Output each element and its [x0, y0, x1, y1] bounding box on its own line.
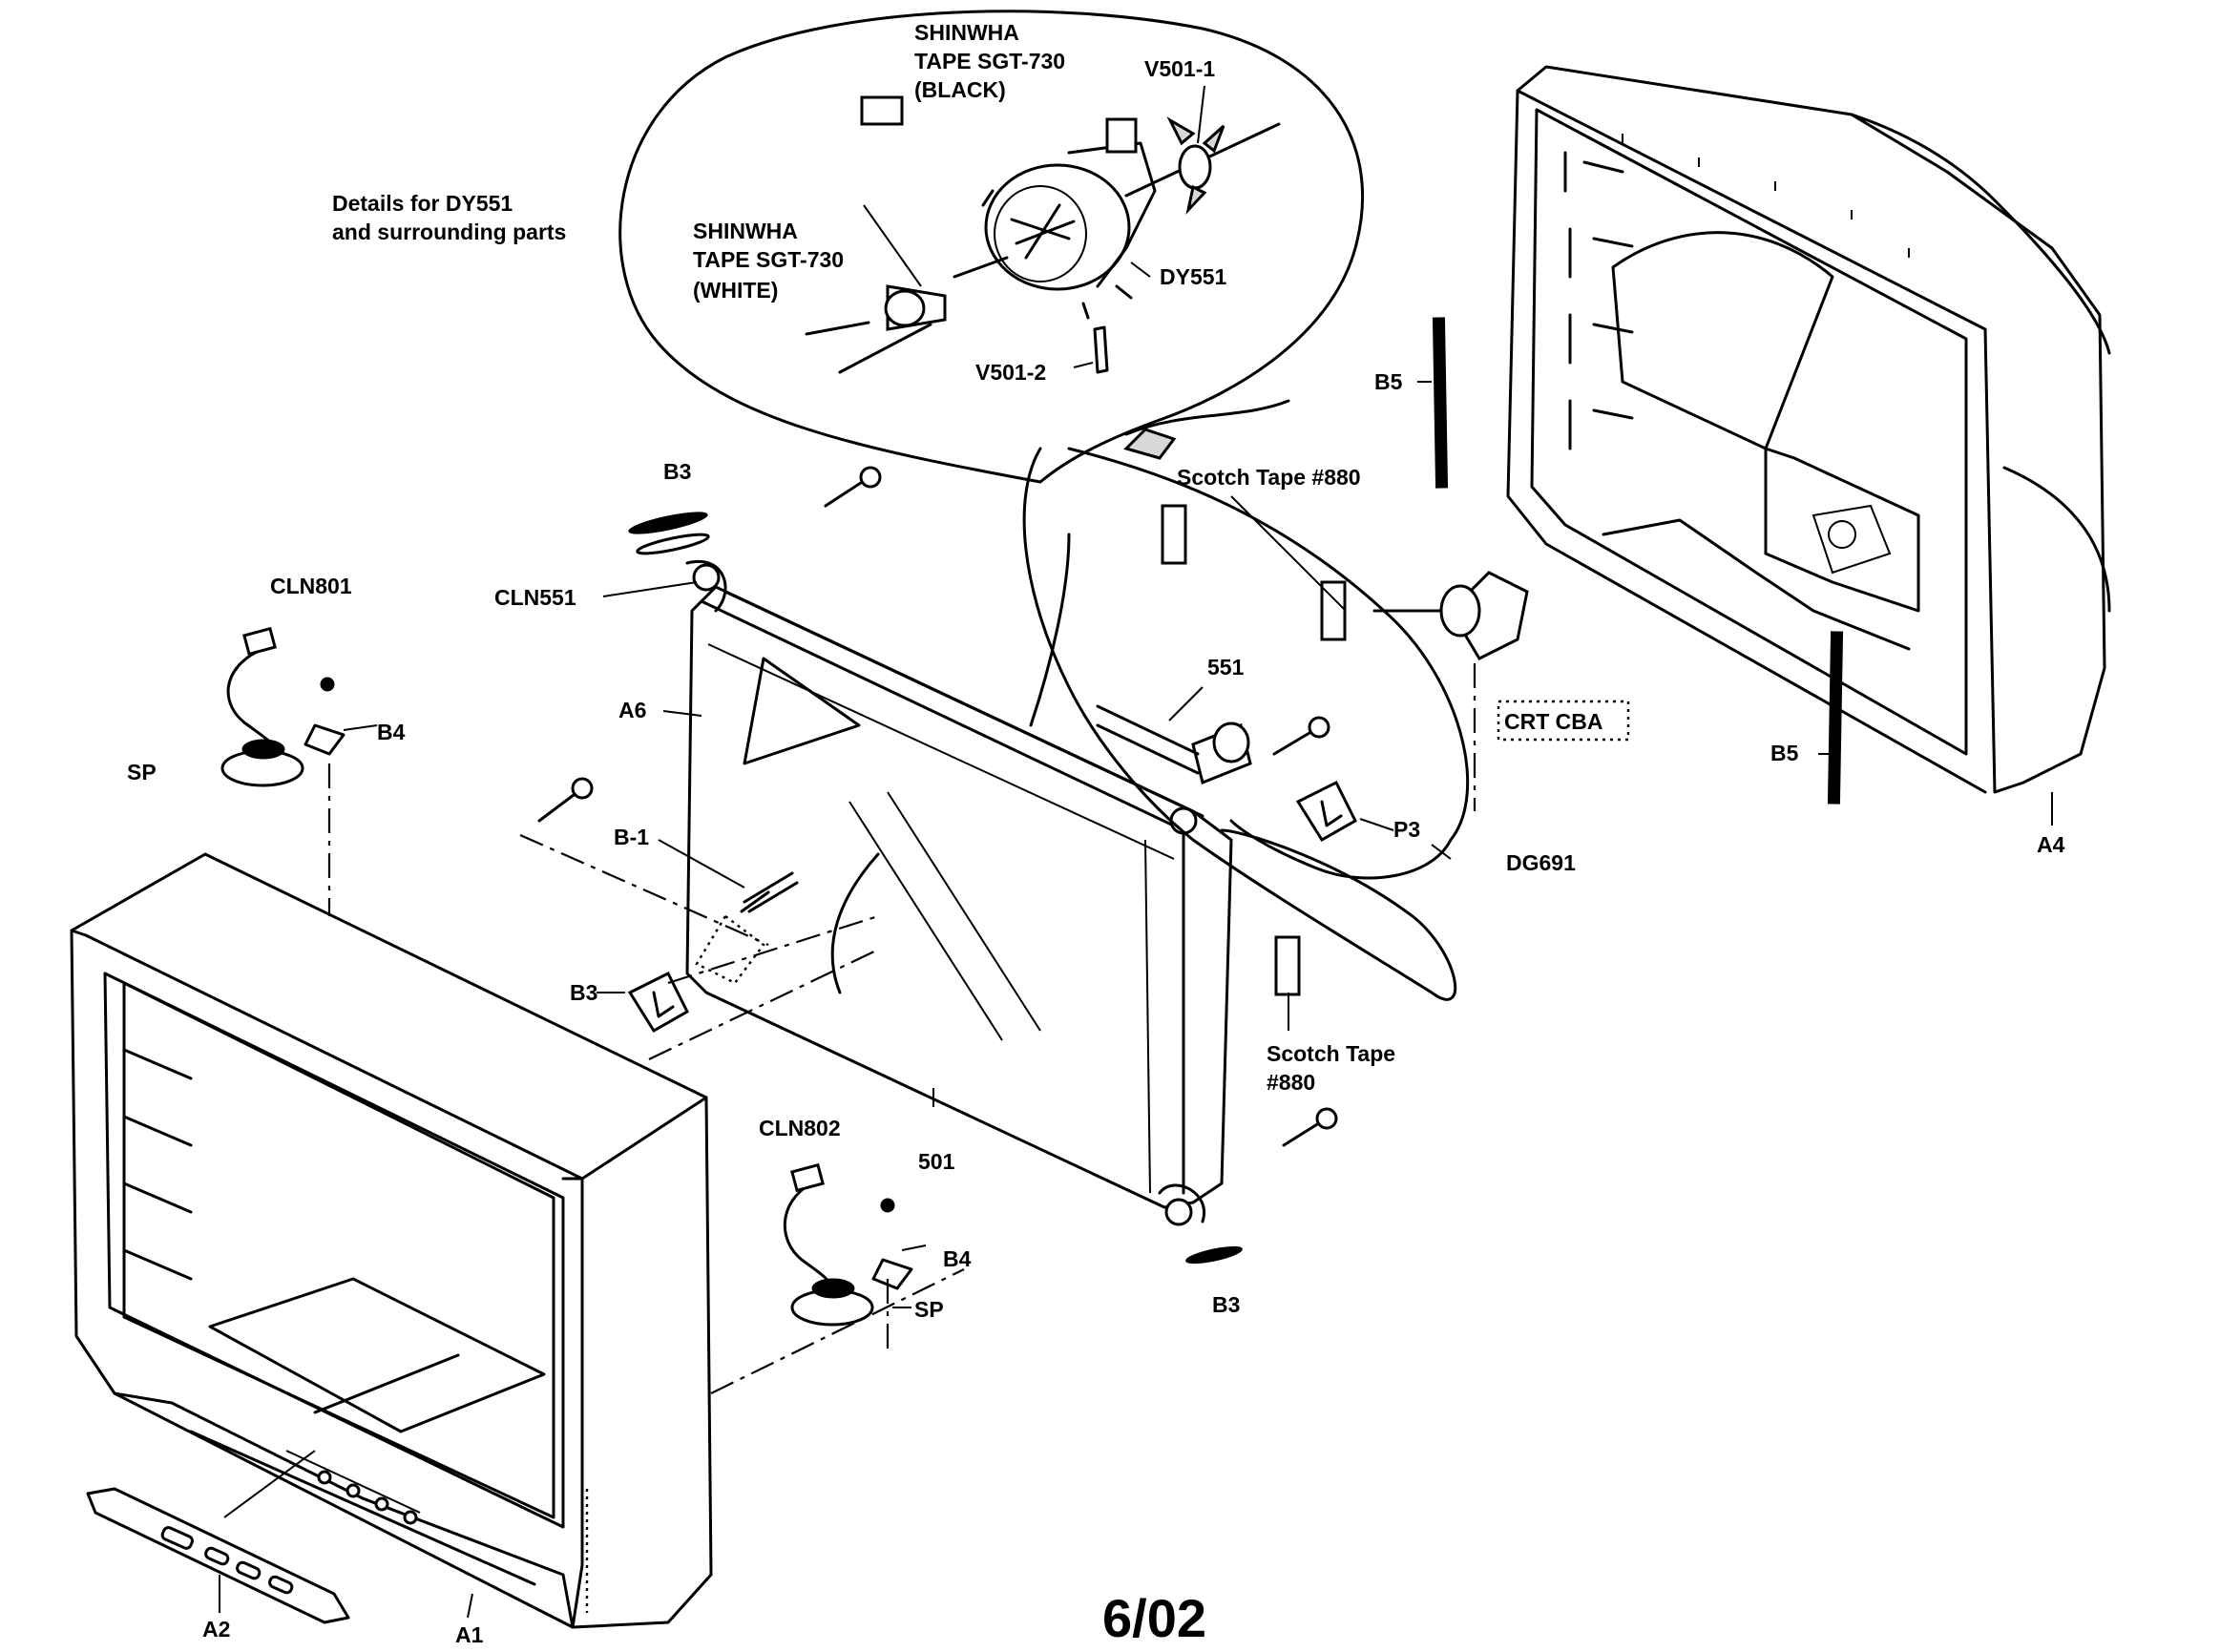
label-b3-mid: B3: [570, 980, 597, 1005]
speaker-left: [220, 626, 346, 787]
label-b3-bottom: B3: [1212, 1292, 1240, 1317]
label-a4: A4: [2037, 832, 2065, 857]
label-shinwha-white-3: (WHITE): [693, 278, 778, 303]
label-b1: B-1: [614, 825, 649, 849]
label-b4-right: B4: [943, 1246, 972, 1271]
label-b3-top: B3: [663, 459, 691, 484]
scotch-tape-piece-bottom: [1274, 935, 1301, 996]
label-shinwha-white-1: SHINWHA: [693, 219, 798, 243]
label-cln801: CLN801: [270, 574, 352, 598]
label-shinwha-black-1: SHINWHA: [914, 20, 1019, 45]
deflection-yoke-icon: [981, 117, 1157, 320]
neck-socket-icon: [805, 256, 1009, 374]
label-a2: A2: [202, 1617, 230, 1642]
scotch-tape-piece-top-1: [1161, 504, 1187, 565]
label-p3: P3: [1393, 817, 1420, 842]
label-details-2: and surrounding parts: [332, 220, 566, 244]
label-v501-2: V501-2: [975, 360, 1046, 385]
label-b5-bottom: B5: [1770, 741, 1799, 765]
front-cabinet: [70, 852, 713, 1629]
v501-2-piece: [1093, 325, 1109, 374]
b3-shim-top: [628, 512, 708, 534]
label-sp-right: SP: [914, 1297, 944, 1322]
label-scotch-tape-bottom-1: Scotch Tape: [1267, 1041, 1395, 1066]
label-a6: A6: [618, 698, 646, 722]
rear-cabinet: [1506, 65, 2111, 794]
label-shinwha-white-2: TAPE SGT-730: [693, 247, 844, 272]
label-dy551: DY551: [1160, 264, 1227, 289]
speaker-right: [783, 1162, 913, 1327]
b5-strip-top: [1432, 317, 1449, 489]
a2-control-door: [86, 1487, 350, 1624]
label-a1: A1: [455, 1622, 484, 1647]
b3-shim-bottom: [1185, 1245, 1243, 1265]
label-501: 501: [918, 1149, 955, 1174]
b5-strip-bottom: [1827, 631, 1844, 805]
b3-wedge-mid: [627, 971, 689, 1034]
label-v501-1: V501-1: [1144, 56, 1215, 81]
screws: [537, 466, 1338, 1147]
label-shinwha-black-2: TAPE SGT-730: [914, 49, 1065, 73]
b1-bolt: [743, 871, 799, 913]
label-b5-top: B5: [1374, 369, 1403, 394]
label-551: 551: [1207, 655, 1245, 680]
label-scotch-tape-top: Scotch Tape #880: [1177, 465, 1361, 490]
label-dg691: DG691: [1506, 850, 1576, 875]
black-tape-icon: [860, 95, 904, 126]
label-cln551: CLN551: [494, 585, 576, 610]
degauss-coil: [1022, 447, 1457, 1001]
label-shinwha-black-3: (BLACK): [914, 77, 1006, 102]
label-details-1: Details for DY551: [332, 191, 513, 216]
crt-cba-socket: [1372, 571, 1529, 660]
neck-551: [1096, 704, 1252, 785]
label-scotch-tape-bottom-2: #880: [1267, 1070, 1315, 1095]
assembly-lines: [327, 663, 1630, 1613]
ring-magnet-icon: [1124, 116, 1281, 215]
date-stamp: 6/02: [1102, 1588, 1206, 1648]
label-b4-left: B4: [377, 720, 406, 744]
label-sp-left: SP: [127, 760, 157, 784]
leader-lines: [219, 381, 2053, 1619]
label-cln802: CLN802: [759, 1116, 841, 1140]
label-crt-cba: CRT CBA: [1504, 709, 1603, 734]
detail-bubble: [618, 10, 1365, 484]
p3-wedge: [1295, 780, 1357, 843]
